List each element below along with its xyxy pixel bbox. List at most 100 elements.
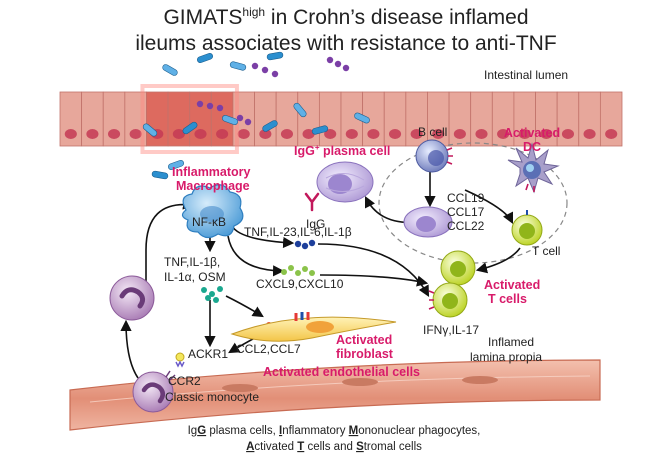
epithelial-nucleus — [194, 129, 207, 139]
epithelial-nucleus — [324, 129, 337, 139]
bacterium-coccus — [261, 66, 269, 74]
ccl2-label: CCL2,CCL7 — [236, 342, 301, 356]
epithelial-nucleus — [302, 129, 315, 139]
bacterium-rod — [229, 61, 247, 71]
t-cell — [511, 210, 543, 246]
arrow-monocyte-to-macrophage — [145, 198, 195, 300]
activated-dc — [507, 142, 560, 194]
epithelial-nucleus — [172, 129, 185, 139]
propia-label-2: lamina propia — [470, 350, 542, 364]
b-cell-label: B cell — [418, 125, 447, 139]
epithelial-nucleus — [129, 129, 142, 139]
arrow-endothelium-to-monocyte — [120, 319, 139, 379]
nfkb-label: NF-κB — [192, 215, 226, 229]
epithelial-nucleus — [583, 129, 596, 139]
epithelial-nucleus — [388, 129, 402, 139]
epithelial-nucleus — [280, 129, 294, 139]
bacterium-rod — [266, 51, 284, 61]
bacterium-coccus — [334, 60, 342, 68]
propia-label-1: Inflamed — [488, 335, 534, 349]
epithelial-nucleus — [432, 129, 445, 139]
pathway-arrows — [120, 168, 521, 379]
il1a-osm-label: IL-1α, OSM — [164, 270, 226, 284]
epithelial-nucleus — [345, 129, 358, 139]
arrow-tcell-to-activated — [475, 247, 521, 274]
title-line-2: ileums associates with resistance to ant… — [135, 32, 556, 55]
igg-antibody — [304, 192, 320, 212]
bacterium-rod — [197, 52, 213, 64]
classic-monocyte-label: Classic monocyte — [165, 390, 259, 404]
igg-plasma-cell — [316, 161, 374, 203]
tnf-il23-label: TNF,IL-23,IL-6,IL-1β — [244, 225, 352, 239]
plasma-cell-lymphoid — [403, 206, 453, 238]
epithelial-nucleus — [561, 129, 575, 139]
lymphoid-aggregate-outline — [378, 142, 568, 264]
endothelial-label: Activated endothelial cells — [263, 365, 420, 379]
bacterium-coccus — [326, 56, 334, 64]
epithelial-nucleus — [86, 129, 99, 139]
cxcl-label: CXCL9,CXCL10 — [256, 277, 344, 291]
epithelial-nucleus — [367, 129, 380, 139]
bacterium-coccus — [206, 102, 214, 110]
bacterium-coccus — [216, 104, 224, 112]
bacterium-rod — [151, 170, 169, 180]
bacterium-rod — [142, 123, 158, 137]
epithelial-nucleus — [497, 129, 510, 139]
inflammatory-macrophage — [181, 184, 244, 239]
bacterium-rod — [162, 64, 178, 76]
ackr1-label: ACKR1 — [188, 347, 228, 361]
monocyte-in-tissue — [109, 275, 155, 321]
ccl19-label: CCL19 — [447, 191, 485, 205]
epithelial-nucleus — [475, 129, 488, 139]
epithelial-nucleus — [540, 129, 553, 139]
ackr1-receptor — [175, 352, 185, 368]
bacterium-rod — [262, 120, 278, 132]
epithelial-nucleus — [107, 129, 121, 139]
arrow-dc-to-tcell — [464, 189, 514, 225]
activated-t-label-2: T cells — [488, 292, 527, 306]
epithelial-nucleus — [518, 129, 531, 139]
dc-label-2: DC — [523, 140, 541, 154]
classic-monocyte — [132, 370, 176, 413]
bacterium-rod — [222, 114, 238, 126]
bacterium-coccus — [236, 114, 244, 122]
epithelial-nucleus — [216, 129, 229, 139]
epithelial-nucleus — [410, 129, 423, 139]
bacterium-rod — [311, 125, 329, 135]
arrow-to-cxcl — [227, 235, 285, 277]
macrophage-label-1: Inflammatory — [172, 165, 251, 179]
ccr2-label: CCR2 — [168, 374, 201, 388]
bacterium-coccus — [244, 118, 252, 126]
bacterium-coccus — [196, 100, 204, 108]
fibroblast-label-1: Activated — [336, 333, 392, 347]
macrophage-label-2: Macrophage — [176, 179, 250, 193]
blood-vessel — [69, 359, 601, 431]
bacteria-group — [142, 51, 370, 180]
lumen-label: Intestinal lumen — [484, 68, 568, 82]
epithelial-nucleus — [259, 129, 272, 139]
epithelial-nucleus — [605, 129, 618, 139]
bacterium-rod — [354, 112, 370, 124]
bacterium-rod — [182, 121, 198, 135]
activated-t-label-1: Activated — [484, 278, 540, 292]
footer-line-1: IgG plasma cells, Inflammatory Mononucle… — [188, 425, 481, 437]
t-cell-label: T cell — [532, 244, 560, 258]
epithelial-nucleus — [64, 129, 77, 139]
footer-line-2: Activated T cells and Stromal cells — [246, 441, 422, 453]
activated-t-cells — [428, 250, 476, 318]
title-line-1: GIMATShigh in Crohn’s disease inflamed — [163, 5, 528, 29]
dc-label-1: Activated — [504, 126, 560, 140]
ccl22-label: CCL22 — [447, 219, 485, 233]
ifng-label: IFNγ,IL-17 — [423, 323, 479, 337]
igg-label: IgG — [306, 217, 325, 231]
arrow-cytokines-to-fibroblast — [225, 295, 264, 318]
ccl17-label: CCL17 — [447, 205, 485, 219]
bacterium-coccus — [251, 62, 259, 70]
tnf-il1b-dots — [201, 286, 223, 303]
cxcl-dots — [281, 265, 315, 276]
epithelial-nucleus — [237, 129, 250, 139]
bacterium-coccus — [271, 70, 279, 78]
b-cell — [415, 139, 453, 173]
